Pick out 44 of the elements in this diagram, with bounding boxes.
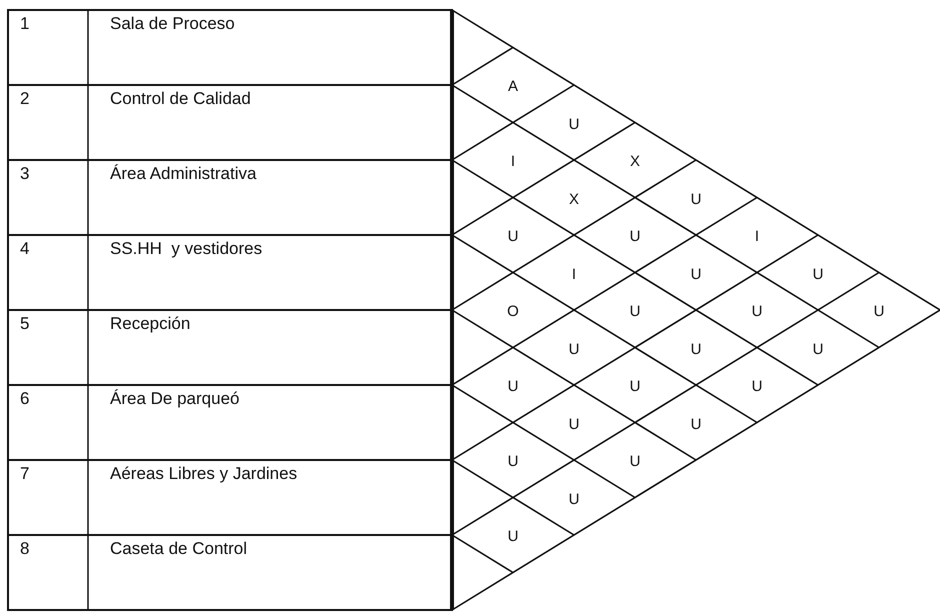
area-name: Aéreas Libres y Jardines (110, 464, 298, 484)
row-number: 7 (20, 464, 30, 484)
relationship-code: U (628, 378, 642, 396)
row-number: 2 (20, 89, 30, 109)
relationship-code: U (506, 228, 520, 246)
row-number: 4 (20, 239, 30, 259)
relationship-code: I (570, 266, 578, 284)
relationship-code: U (750, 378, 764, 396)
relationship-code: U (506, 528, 520, 546)
relationship-code: U (690, 266, 702, 284)
relationship-code: U (628, 453, 642, 471)
row-number: 6 (20, 389, 30, 409)
row-number: 8 (20, 539, 30, 559)
area-name: Recepción (110, 314, 190, 334)
relationship-code: U (568, 490, 580, 508)
relationship-code: U (812, 340, 824, 358)
relationship-code: U (506, 453, 520, 471)
relationship-code: U (872, 303, 886, 321)
relationship-code: U (568, 116, 580, 134)
relationship-code: U (568, 340, 580, 358)
relationship-code: U (568, 416, 580, 434)
relationship-code: U (690, 190, 702, 208)
area-name: Sala de Proceso (110, 14, 235, 34)
area-name: Caseta de Control (110, 539, 248, 559)
row-number: 5 (20, 314, 30, 334)
row-number: 1 (20, 14, 30, 34)
relationship-code: O (506, 303, 520, 321)
relationship-code: U (506, 378, 520, 396)
relationship-code: I (510, 153, 516, 171)
row-number: 3 (20, 164, 30, 184)
area-name: SS.HH y vestidores (110, 239, 262, 259)
area-name: Área De parqueó (110, 389, 240, 409)
relationship-code: U (628, 228, 642, 246)
relationship-code: A (506, 78, 519, 96)
relationship-code: U (690, 416, 702, 434)
relationship-code: U (750, 303, 764, 321)
relationship-code: U (690, 340, 702, 358)
relationship-code: U (812, 266, 824, 284)
relationship-code: X (568, 190, 580, 208)
relationship-code: I (754, 228, 760, 246)
relationship-code: X (628, 153, 641, 171)
area-name: Área Administrativa (110, 164, 256, 184)
area-name: Control de Calidad (110, 89, 251, 109)
relationship-code: U (628, 303, 642, 321)
